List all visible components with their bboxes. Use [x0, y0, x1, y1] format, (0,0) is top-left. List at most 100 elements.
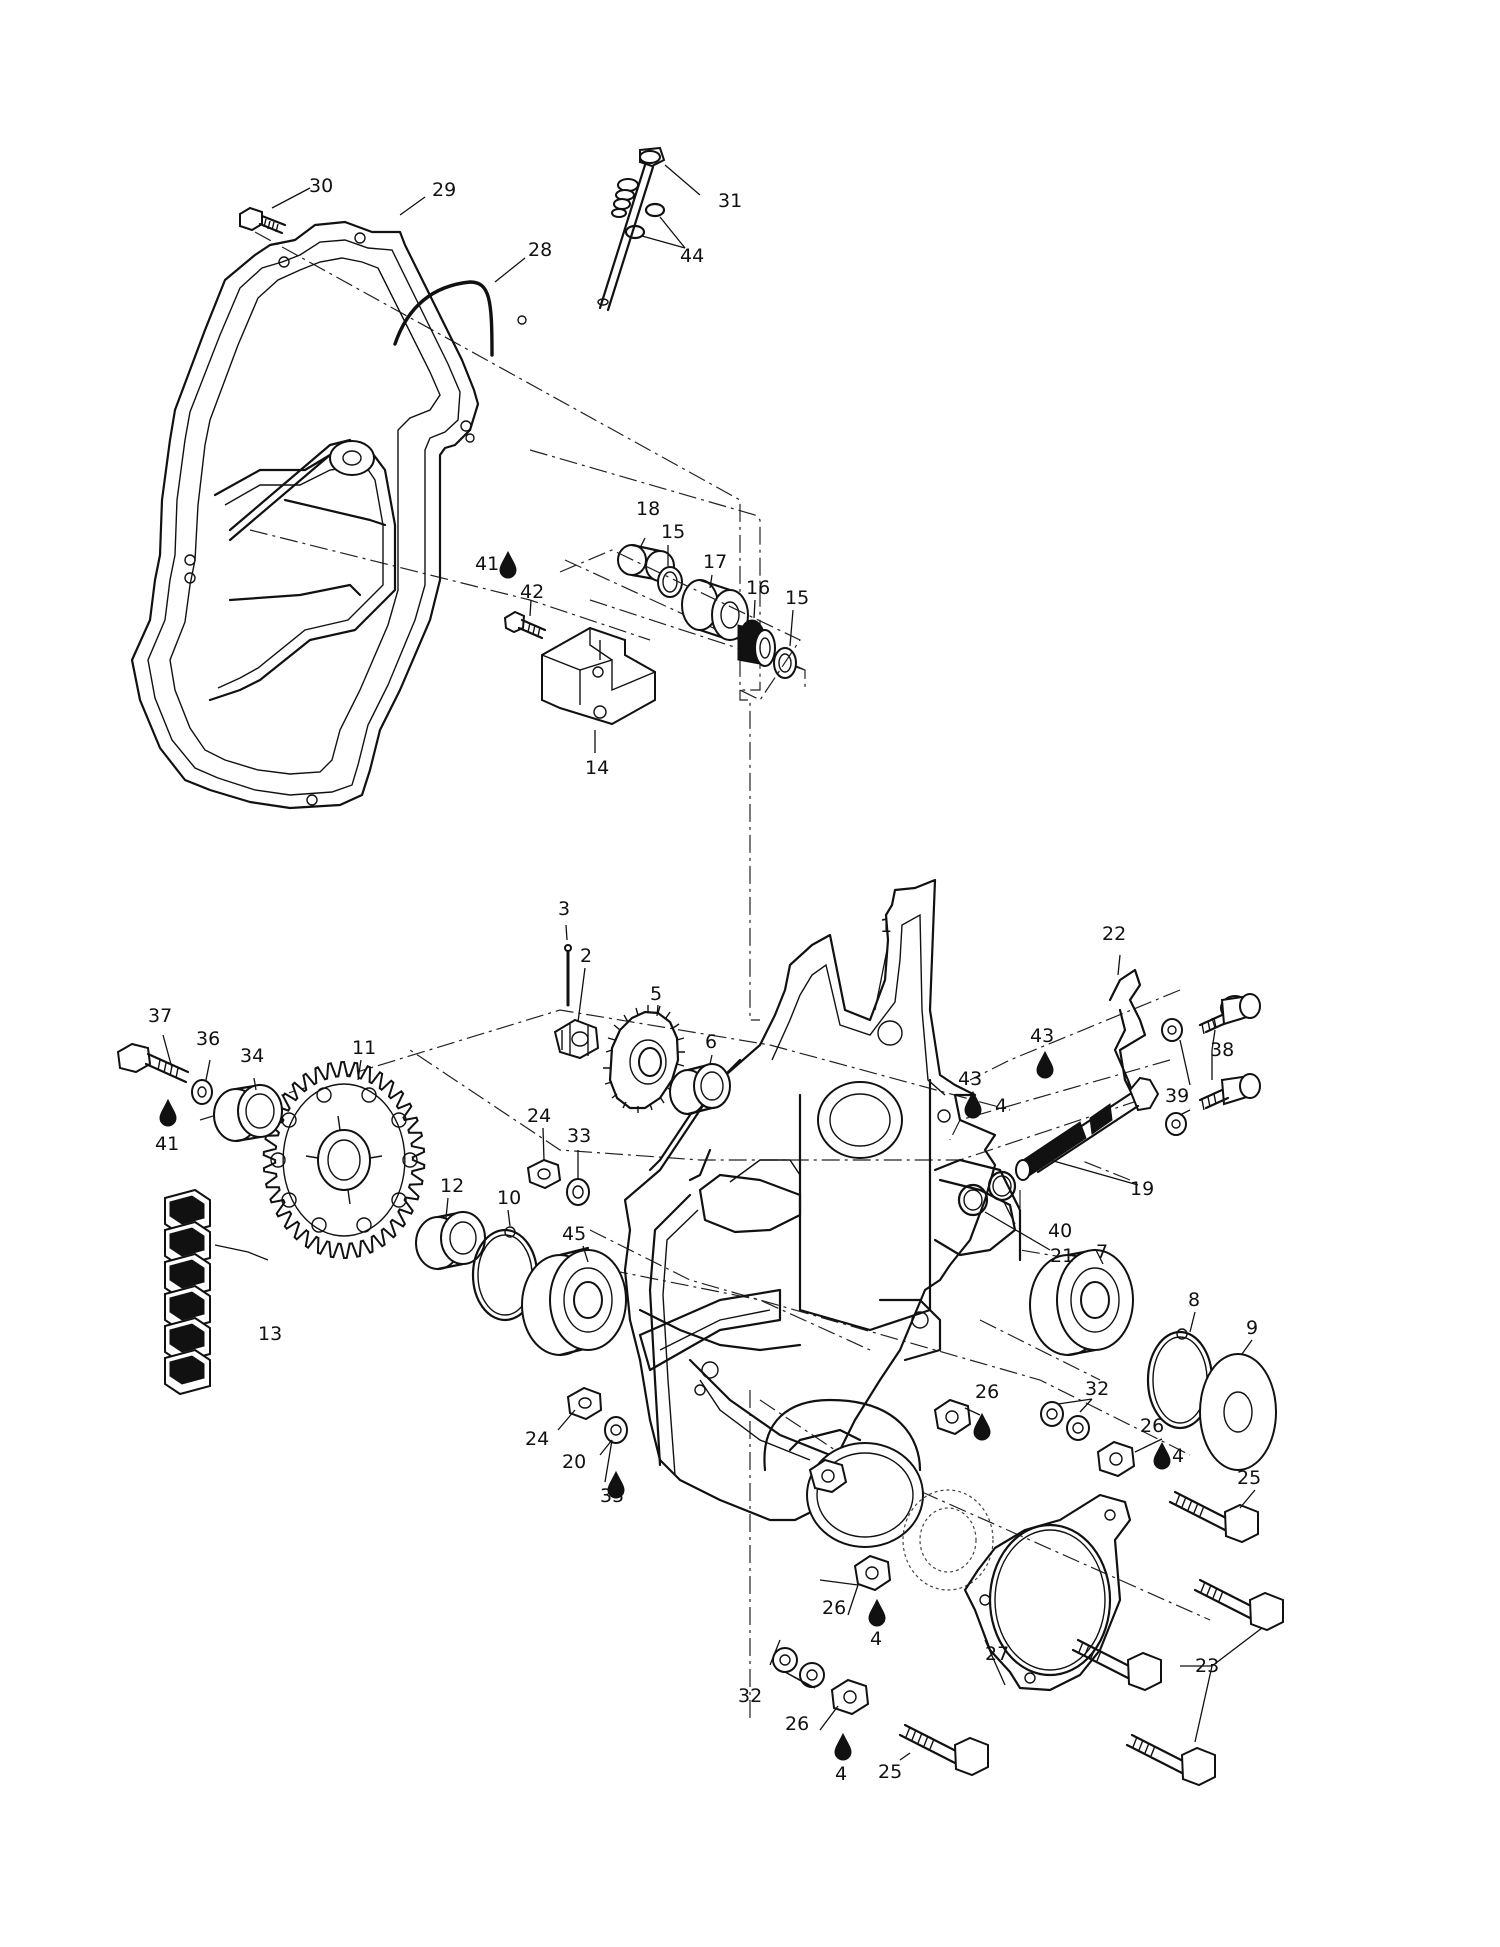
callout-33: 33	[567, 1125, 591, 1147]
callout-26: 26	[822, 1597, 846, 1619]
adjuster-o-ring	[987, 1170, 1017, 1202]
chain-link-plate	[169, 1227, 205, 1257]
lock-washer	[191, 1079, 213, 1105]
callout-14: 14	[585, 757, 609, 779]
leader-lines	[162, 164, 1263, 1761]
chaincase-cover	[130, 220, 480, 810]
flat-washer-lower	[1165, 1112, 1187, 1136]
o-rings	[624, 202, 666, 240]
nut-lower-left	[566, 1386, 603, 1421]
lubricant-drop-icon	[964, 1090, 982, 1119]
hairpin-cotter	[1108, 968, 1147, 1102]
bolt-23-a	[1193, 1578, 1284, 1632]
cap-screw-lower	[1198, 1073, 1261, 1111]
callout-30: 30	[309, 175, 333, 197]
callout-4: 4	[835, 1763, 847, 1785]
lubricant-drop-icon	[159, 1098, 177, 1127]
adjuster-bolt	[1015, 1076, 1160, 1181]
callout-4: 4	[995, 1095, 1007, 1117]
washer-left	[657, 566, 683, 598]
housing-seal-outline	[902, 1489, 994, 1591]
hex-bolt-bottom	[898, 1723, 989, 1777]
callout-29: 29	[432, 179, 456, 201]
callout-8: 8	[1188, 1289, 1200, 1311]
nut-upper	[526, 1158, 562, 1190]
lubricant-drop-icon	[1036, 1050, 1054, 1079]
callout-26: 26	[975, 1381, 999, 1403]
lubricant-drop-icon	[868, 1598, 886, 1627]
callout-7: 7	[1096, 1241, 1108, 1263]
tensioner-block	[541, 626, 656, 726]
callout-37: 37	[148, 1005, 172, 1027]
lubricant-drop-icon	[1153, 1441, 1171, 1470]
callout-17: 17	[703, 551, 727, 573]
chaincase-housing	[623, 878, 1022, 1548]
tensioner-outline-box	[559, 549, 801, 701]
castle-nut-top	[553, 1018, 600, 1060]
callout-labels: 1 2 3 4 4 4 4 5 6 7 8 9 10 11 12 13 14 1…	[148, 175, 1261, 1785]
callout-24: 24	[527, 1105, 551, 1127]
callout-26: 26	[785, 1713, 809, 1735]
callout-23: 23	[1195, 1655, 1219, 1677]
washer-pair-right	[1040, 1401, 1090, 1441]
needle-bearing	[737, 619, 776, 667]
callout-15: 15	[785, 587, 809, 609]
spacer-ring	[669, 1062, 731, 1116]
chain-link-plate	[169, 1323, 205, 1353]
cover-bolt	[239, 206, 287, 235]
sprocket-bolt	[116, 1042, 190, 1084]
callout-21: 21	[1050, 1245, 1074, 1267]
callout-3: 3	[558, 898, 570, 920]
tensioner-bolt	[503, 610, 547, 640]
callout-11: 11	[352, 1037, 376, 1059]
callout-19: 19	[1130, 1178, 1154, 1200]
callout-22: 22	[1102, 923, 1126, 945]
callout-16: 16	[746, 577, 770, 599]
drive-sprocket	[603, 1005, 685, 1113]
lubricant-drop-icon	[607, 1470, 625, 1499]
callout-32: 32	[738, 1685, 762, 1707]
callout-20: 20	[562, 1451, 586, 1473]
driven-sprocket	[262, 1060, 426, 1260]
callout-25: 25	[878, 1761, 902, 1783]
callout-38: 38	[1210, 1039, 1234, 1061]
callout-13: 13	[258, 1323, 282, 1345]
ball-bearing-left	[521, 1246, 627, 1357]
callout-43: 43	[1030, 1025, 1054, 1047]
callout-18: 18	[636, 498, 660, 520]
callout-39: 39	[1165, 1085, 1189, 1107]
nut-lower-center	[853, 1554, 892, 1592]
nut-right-mid	[1096, 1440, 1136, 1478]
cap-screw-upper	[1198, 993, 1261, 1035]
callout-26: 26	[1140, 1415, 1164, 1437]
hex-bolt-right	[1168, 1490, 1259, 1544]
callout-28: 28	[528, 239, 552, 261]
bolt-23-b	[1071, 1638, 1162, 1692]
callout-1: 1	[880, 915, 892, 937]
washer-upper	[566, 1178, 590, 1206]
nut-center-mid	[933, 1398, 972, 1436]
chain-link-plate	[169, 1355, 205, 1385]
callout-9: 9	[1246, 1317, 1258, 1339]
callout-36: 36	[196, 1028, 220, 1050]
callout-31: 31	[718, 190, 742, 212]
seal-disc	[1199, 1353, 1277, 1471]
lubricant-drop-icon	[499, 550, 517, 579]
sprocket-spacer	[213, 1083, 283, 1143]
callout-25: 25	[1237, 1467, 1261, 1489]
flat-washer-upper	[1161, 1018, 1183, 1042]
callout-35: 35	[600, 1485, 624, 1507]
callout-45: 45	[562, 1223, 586, 1245]
callout-15: 15	[661, 521, 685, 543]
nut-bottom	[830, 1678, 870, 1716]
seal-cord	[393, 280, 494, 357]
callout-24: 24	[525, 1428, 549, 1450]
callout-41: 41	[475, 553, 499, 575]
lubricant-drop-icons	[159, 550, 1171, 1761]
chain-link-plate	[169, 1259, 205, 1289]
callout-12: 12	[440, 1175, 464, 1197]
callout-32: 32	[1085, 1378, 1109, 1400]
callout-41: 41	[155, 1133, 179, 1155]
washer-pair-bottom	[772, 1647, 825, 1688]
callout-27: 27	[985, 1643, 1009, 1665]
